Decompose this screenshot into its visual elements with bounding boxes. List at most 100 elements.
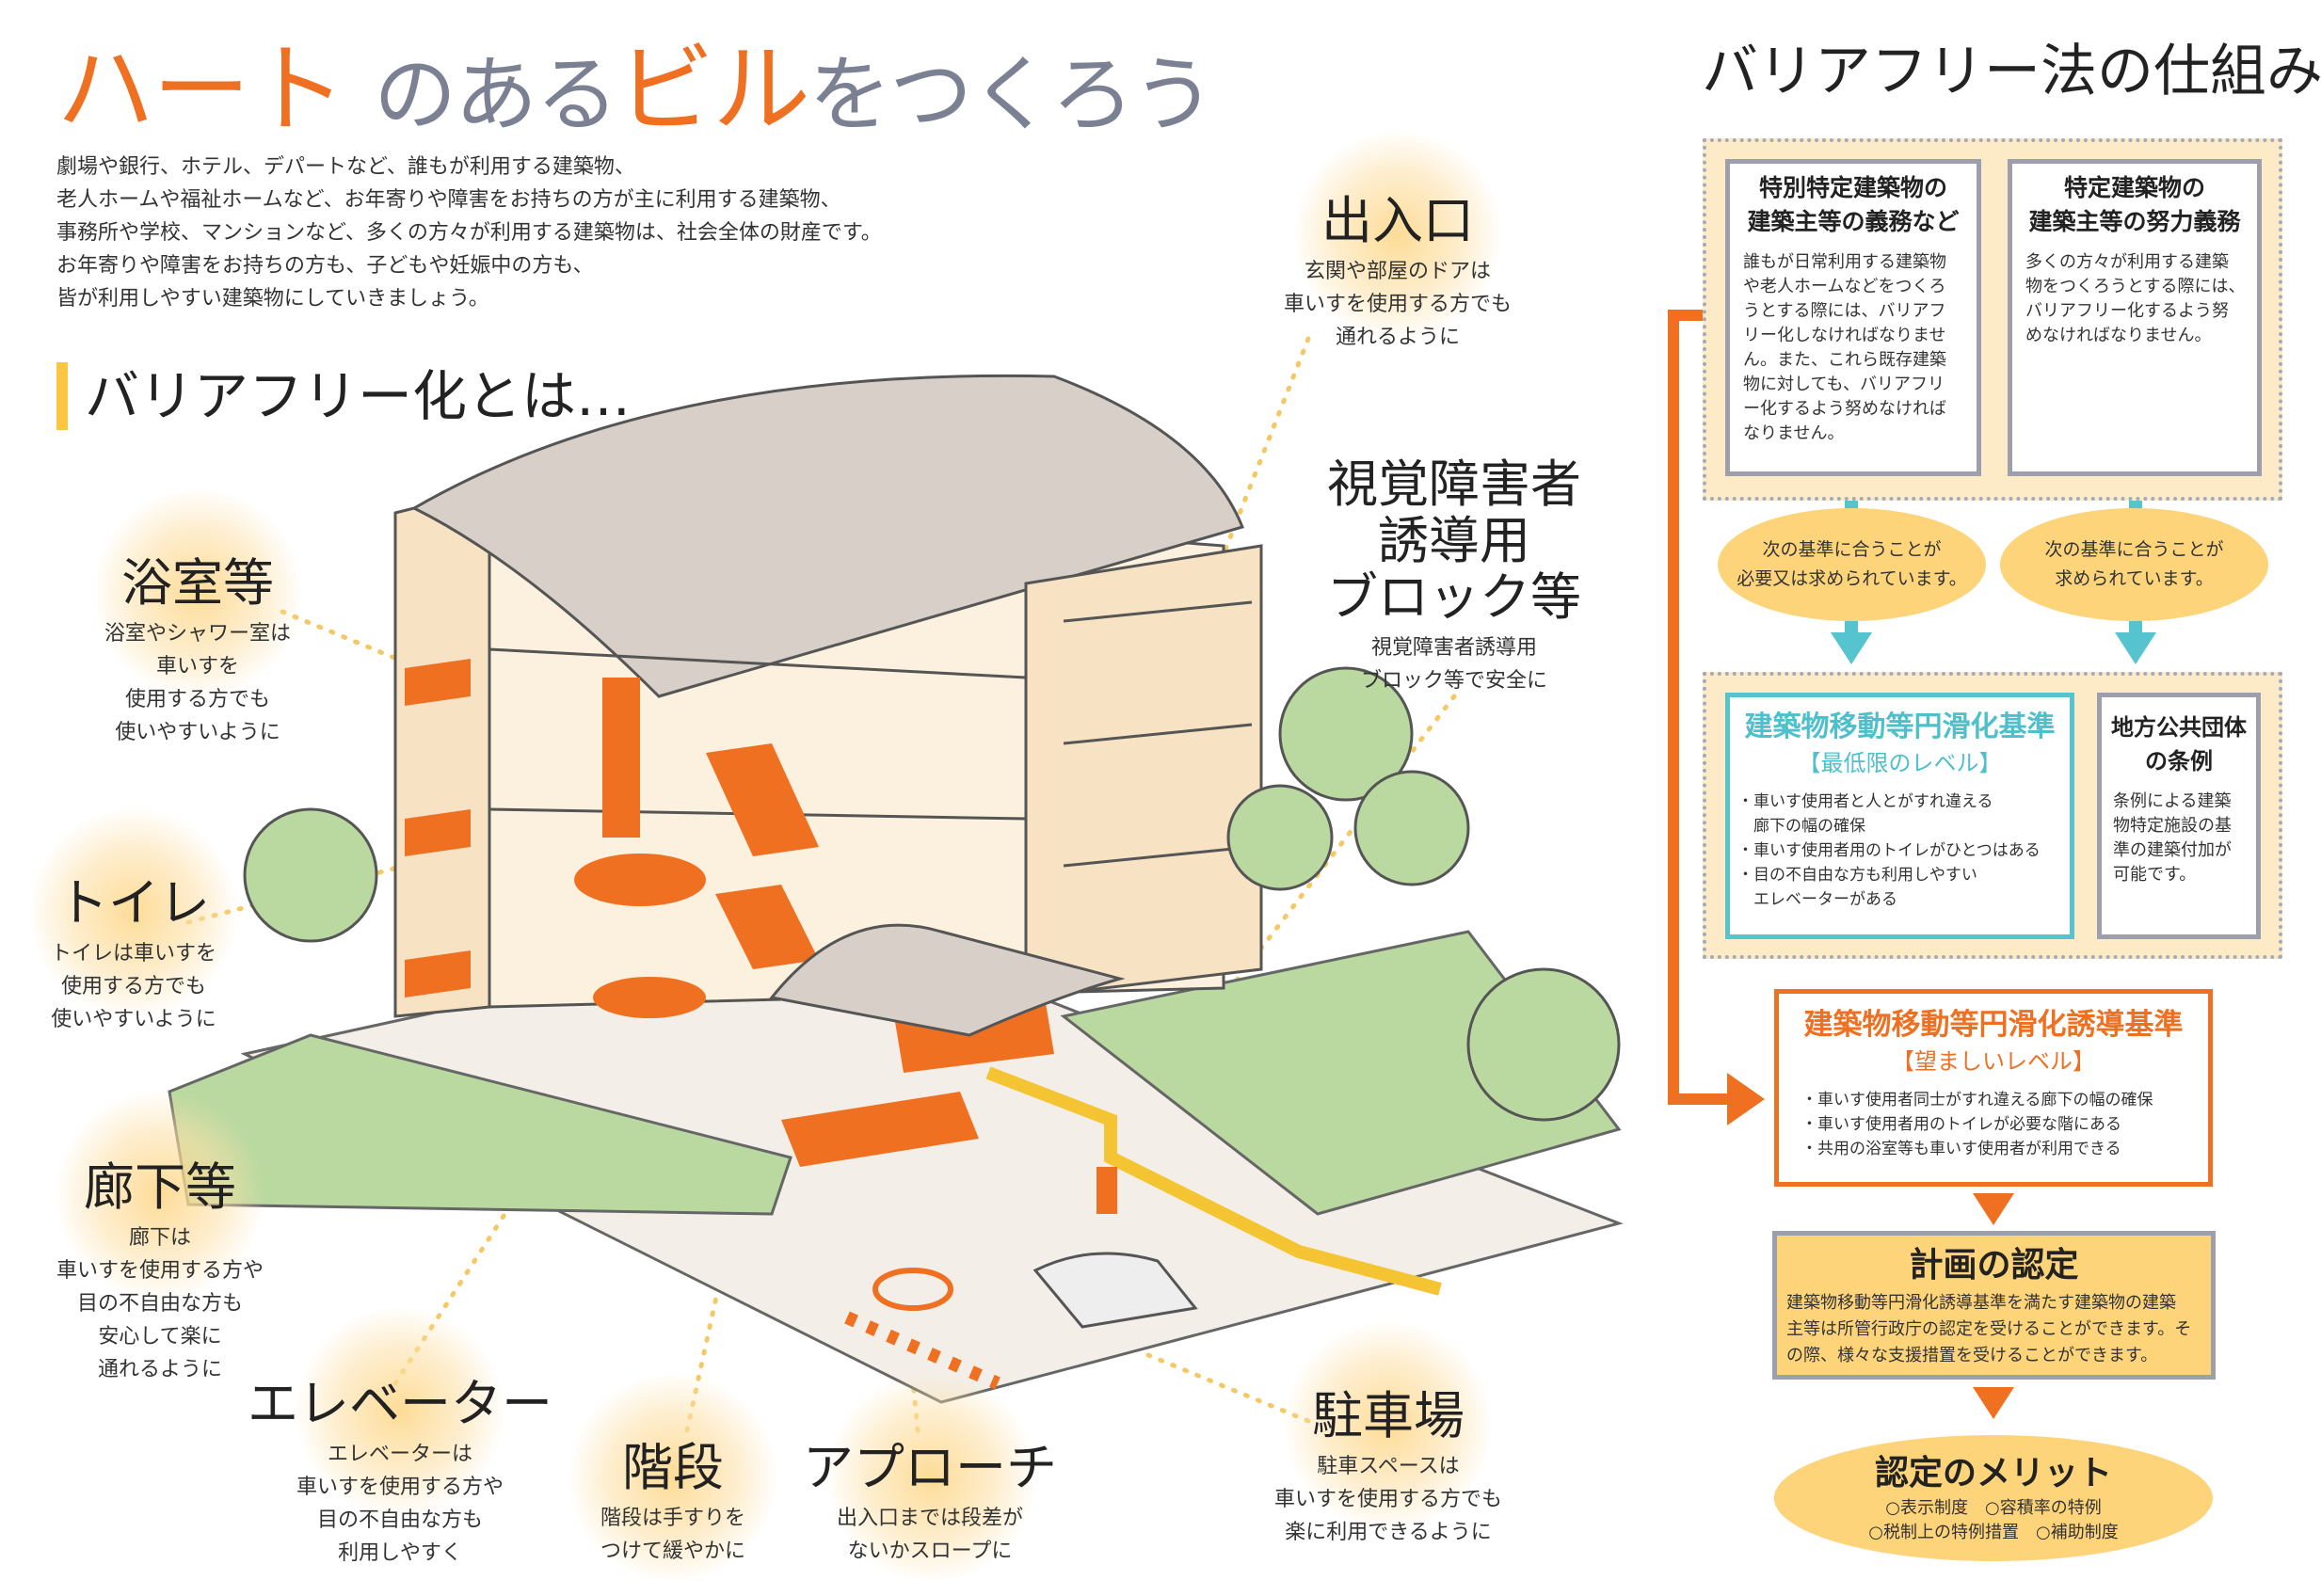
title-tsukurou: をつくろう [808, 46, 1215, 143]
box-title: 計画の認定 [1909, 1246, 2079, 1285]
label-desc: 楽に利用できるように [1285, 1521, 1492, 1544]
label-title: 廊下等 [83, 1157, 236, 1217]
merit-oval: 認定のメリット ○表示制度 ○容積率の特例 ○税制上の特例措置 ○補助制度 [1774, 1435, 2213, 1561]
label-desc: 廊下は [128, 1226, 192, 1250]
label-title: エレベーター [248, 1374, 552, 1433]
plan-certification-box: 計画の認定 建築物移動等円滑化誘導基準を満たす建築物の建築主等は所管行政庁の認定… [1772, 1231, 2216, 1380]
label-desc: 安心して楽に [98, 1325, 222, 1349]
glow [828, 1374, 1035, 1581]
intro-line: 劇場や銀行、ホテル、デパートなど、誰もが利用する建築物、 [56, 155, 635, 179]
label-desc: 視覚障害者誘導用 [1370, 636, 1537, 660]
law-title: バリアフリー法の仕組み [1702, 39, 2321, 104]
list-item: エレベーターがある [1737, 890, 1897, 909]
label-desc: つけて緩やかに [600, 1540, 746, 1563]
page-title: ハート のあるビルをつくろう [56, 28, 1215, 156]
tactile-block-path [985, 1066, 1442, 1296]
label-desc: トイレは車いすを [50, 942, 217, 966]
label-title: 浴室等 [120, 553, 274, 613]
label-bath: 浴室等 浴室やシャワー室は車いすを使用する方でも使いやすいように [104, 555, 291, 749]
list-item: ・車いす使用者用のトイレがひとつはある [1737, 841, 2041, 860]
box-title: 特定建築物の [2063, 174, 2205, 201]
label-corridor: 廊下等 廊下は車いすを使用する方や目の不自由な方も安心して楽に通れるように [56, 1159, 264, 1386]
trees [243, 666, 1621, 1122]
arrow-down-icon [1973, 1387, 2014, 1419]
label-desc: エレベーターは [327, 1443, 472, 1466]
induced-standard-box: 建築物移動等円滑化誘導基準 【望ましいレベル】 ・車いす使用者同士がすれ違える廊… [1774, 989, 2213, 1187]
box-title: の条例 [2145, 748, 2213, 774]
label-desc: 目の不自由な方も [316, 1508, 483, 1532]
entrance-canopy [769, 923, 1126, 1037]
roof [410, 374, 1245, 698]
label-title: 誘導用 [1378, 511, 1530, 570]
minimum-standard-box: 建築物移動等円滑化基準 【最低限のレベル】 ・車いす使用者と人とがすれ違える 廊… [1725, 693, 2074, 939]
box-body: 条例による建築物特定施設の基準の建築付加が可能です。 [2113, 791, 2232, 885]
intro-line: お年寄りや障害をお持ちの方も、子どもや妊娠中の方も、 [56, 254, 594, 278]
label-approach: アプローチ 出入口までは段差がないかスロープに [803, 1440, 1057, 1568]
glow [569, 1374, 776, 1581]
wheelchair-mark [872, 1268, 953, 1311]
intro-line: 老人ホームや福祉ホームなど、お年寄りや障害をお持ちの方が主に利用する建築物、 [56, 188, 841, 212]
label-desc: ないかスロープに [847, 1540, 1013, 1563]
intro-line: 事務所や学校、マンションなど、多くの方々が利用する建築物は、社会全体の財産です。 [56, 221, 882, 245]
glow [1285, 1322, 1492, 1529]
local-ordinance-box: 地方公共団体の条例 条例による建築物特定施設の基準の建築付加が可能です。 [2097, 693, 2261, 939]
list-item: ・共用の浴室等も車いす使用者が利用できる [1801, 1140, 2121, 1158]
box-title: 建築物移動等円滑化誘導基準 [1803, 1008, 2184, 1042]
label-title: アプローチ [803, 1438, 1057, 1497]
box-subtitle: 【最低限のレベル】 [1798, 750, 2002, 776]
merit-title: 認定のメリット [1874, 1454, 2112, 1492]
box-title: 特別特定建築物の [1758, 174, 1947, 201]
list-item: ・目の不自由な方も利用しやすい [1737, 866, 1977, 885]
label-desc: 使いやすいように [51, 1008, 216, 1031]
label-desc: 目の不自由な方も [76, 1292, 244, 1316]
label-desc: 玄関や部屋のドアは [1304, 260, 1492, 283]
label-desc: 浴室やシャワー室は [104, 622, 292, 646]
arrow-right-icon [1727, 1073, 1765, 1125]
glow [94, 489, 301, 696]
box-body: 誰もが日常利用する建築物や老人ホームなどをつくろうとする際には、バリアフリー化し… [1743, 252, 1946, 443]
list-item: ・車いす使用者同士がすれ違える廊下の幅の確保 [1801, 1091, 2153, 1109]
title-noaru: のある [374, 46, 618, 143]
arrow-down-icon [2115, 632, 2156, 664]
section-title: バリアフリー化とは… [56, 362, 631, 430]
box-title: 建築主等の義務など [1747, 208, 1960, 235]
label-parking: 駐車場 駐車スペースは車いすを使用する方でも楽に利用できるように [1274, 1388, 1502, 1549]
requirement-oval: 次の基準に合うことが求められています。 [2000, 508, 2268, 621]
title-heart: ハート [56, 32, 346, 147]
label-desc: 使用する方でも [124, 688, 271, 711]
intro-text: 劇場や銀行、ホテル、デパートなど、誰もが利用する建築物、 老人ホームや福祉ホーム… [56, 151, 882, 315]
label-desc: 使用する方でも [60, 975, 207, 998]
label-desc: 車いすを [155, 655, 240, 678]
intro-line: 皆が利用しやすい建築物にしていきましょう。 [56, 287, 489, 311]
label-desc: 階段は手すりを [600, 1507, 746, 1530]
glow [296, 1308, 504, 1515]
label-title: 出入口 [1321, 191, 1474, 250]
box-subtitle: 【望ましいレベル】 [1892, 1048, 2095, 1075]
label-title: 階段 [621, 1438, 724, 1497]
label-title: 視覚障害者 [1327, 455, 1581, 514]
label-stairs: 階段 階段は手すりをつけて緩やかに [600, 1440, 745, 1568]
label-desc: ブロック等で安全に [1360, 669, 1547, 693]
label-title: 駐車場 [1311, 1386, 1465, 1445]
label-desc: 駐車スペースは [1317, 1455, 1460, 1478]
building-illustration [168, 336, 1624, 1433]
parking-stripes [844, 1311, 1000, 1390]
arrow-down-icon [1973, 1193, 2014, 1225]
car [1032, 1252, 1198, 1329]
left-tower [393, 487, 491, 1018]
label-desc: 利用しやすく [338, 1541, 462, 1565]
box-title: 建築主等の努力義務 [2028, 208, 2241, 235]
glow [1294, 132, 1501, 339]
box-title: 地方公共団体 [2111, 714, 2247, 741]
label-title: トイレ [56, 873, 210, 933]
list-item: 廊下の幅の確保 [1737, 817, 1865, 836]
label-tactile-blocks: 視覚障害者誘導用ブロック等 視覚障害者誘導用ブロック等で安全に [1327, 456, 1581, 697]
glow [30, 809, 237, 1016]
box-body: 建築物移動等円滑化誘導基準を満たす建築物の建築主等は所管行政庁の認定を受けること… [1786, 1293, 2192, 1365]
label-desc: 通れるように [97, 1358, 223, 1381]
merit-item: ○税制上の特例措置 ○補助制度 [1868, 1523, 2119, 1542]
label-desc: 車いすを使用する方でも [1273, 1488, 1503, 1511]
list-item: ・車いす使用者と人とがすれ違える [1737, 792, 1993, 811]
label-elevator: エレベーター エレベーターは車いすを使用する方や目の不自由な方も利用しやすく [248, 1376, 552, 1570]
label-desc: 通れるように [1335, 326, 1461, 349]
